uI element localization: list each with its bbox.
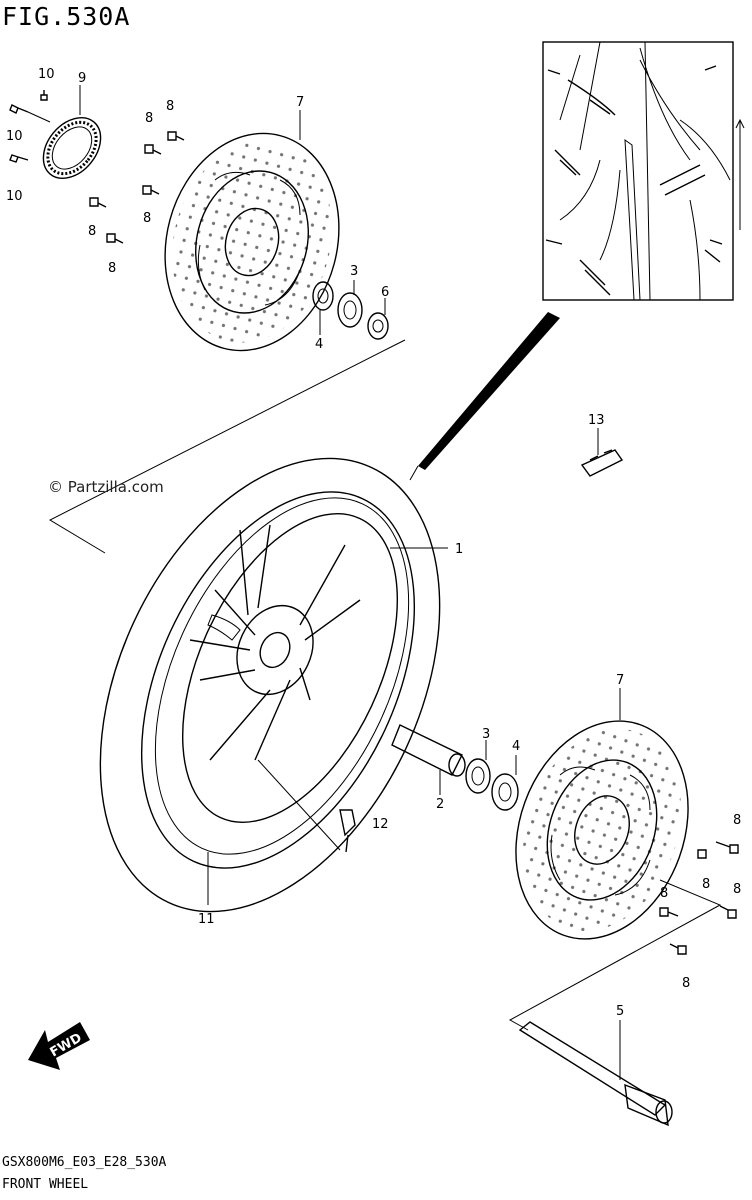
lower-bearings [465,758,519,811]
front-axle [518,1021,673,1127]
bolt-set-lower [659,841,739,955]
callout-8-e: 8 [108,261,116,276]
front-wheel-tire [99,457,441,913]
callout-3-lower: 3 [482,727,490,742]
figure-title: FIG.530A [2,2,131,31]
callout-9: 9 [78,71,86,86]
figure-name: FRONT WHEEL [2,1177,89,1192]
callout-numbers: 1 2 3 3 4 4 5 6 7 7 8 8 8 8 8 8 8 8 8 8 … [6,67,741,1019]
lower-brake-disc [515,720,689,940]
callout-8-c: 8 [143,211,151,226]
lower-assembly-guide [508,879,722,1031]
callout-8-f: 8 [733,813,741,828]
tire-tread-inset [542,41,745,301]
callout-10-a: 10 [38,67,55,82]
bolt-set-upper [9,90,185,244]
callout-10-c: 10 [6,189,23,204]
fwd-arrow: FWD [28,1022,90,1070]
callout-5: 5 [616,1004,624,1019]
callout-8-i: 8 [733,882,741,897]
callout-8-h: 8 [660,886,668,901]
callout-10-b: 10 [6,129,23,144]
model-code: GSX800M6_E03_E28_530A [2,1155,167,1170]
callout-7-lower: 7 [616,673,624,688]
balance-weight [580,449,624,477]
callout-leaders [27,85,621,1080]
callout-8-j: 8 [682,976,690,991]
callout-12: 12 [372,817,389,832]
callout-8-d: 8 [88,224,96,239]
air-valve [339,809,356,853]
tone-ring [42,117,102,179]
callout-7-upper: 7 [296,95,304,110]
callout-13: 13 [588,413,605,428]
callout-11: 11 [198,912,215,927]
inset-pointer [418,312,560,470]
callout-3-upper: 3 [350,264,358,279]
upper-brake-disc [164,132,340,352]
axle-spacer [391,724,466,777]
callout-2: 2 [436,797,444,812]
callout-8-b: 8 [145,111,153,126]
callout-4-lower: 4 [512,739,520,754]
upper-assembly-guide [48,339,406,554]
upper-bearings [312,281,389,340]
callout-8-g: 8 [702,877,710,892]
callout-8-a: 8 [166,99,174,114]
callout-4-upper: 4 [315,337,323,352]
callout-1: 1 [455,542,463,557]
watermark: © Partzilla.com [48,478,164,496]
callout-6: 6 [381,285,389,300]
